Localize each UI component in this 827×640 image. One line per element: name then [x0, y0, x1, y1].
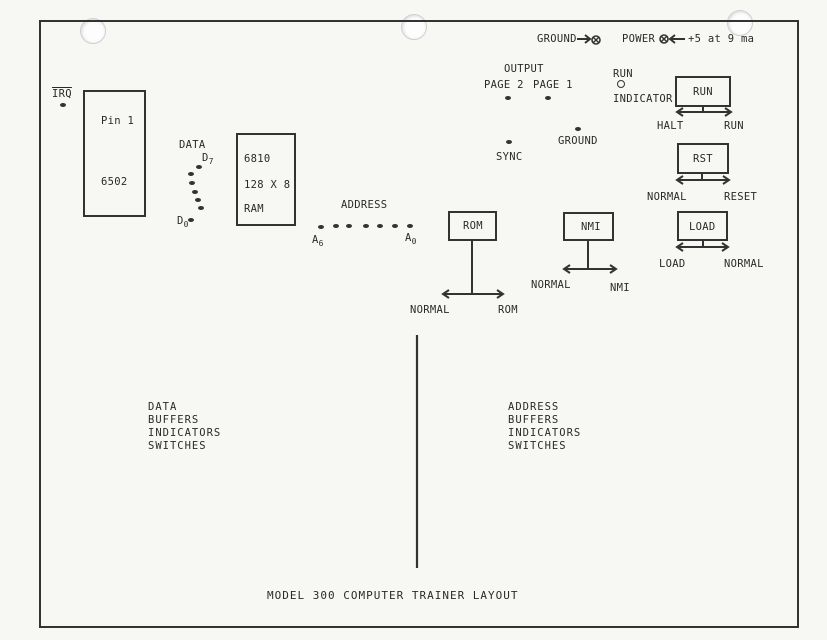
cpu-chip-label: 6502 — [101, 176, 128, 188]
data-pin — [198, 206, 204, 210]
punch-hole-center — [401, 14, 427, 40]
load-switch-label: LOAD — [689, 221, 716, 233]
output-label: OUTPUT — [504, 63, 544, 75]
address-section-line: SWITCHES — [508, 440, 567, 452]
a0-subscript: 0 — [411, 237, 417, 246]
page2-pin — [505, 96, 511, 100]
nmi-switch-label: NMI — [581, 221, 601, 233]
address-bus-label: ADDRESS — [341, 199, 388, 211]
rst-switch-reset-label: RESET — [724, 191, 758, 203]
a6-letter: A — [312, 234, 319, 246]
d7-subscript: 7 — [208, 157, 214, 166]
address-pin — [392, 224, 398, 228]
data-bit-d7: D7 — [202, 152, 214, 166]
run-indicator-label: INDICATOR — [613, 93, 673, 105]
address-section-line: ADDRESS — [508, 401, 560, 413]
address-section-label: ADDRESS BUFFERS INDICATORS SWITCHES — [508, 401, 581, 453]
address-bit-a0: A0 — [405, 232, 417, 246]
run-switch[interactable] — [675, 76, 731, 107]
page1-pin — [545, 96, 551, 100]
ground-pin — [575, 127, 581, 131]
address-section-line: INDICATORS — [508, 427, 582, 439]
power-label: POWER — [622, 33, 656, 45]
power-spec-unit: ma — [741, 33, 755, 45]
data-section-line: DATA — [148, 401, 178, 413]
run-switch-label: RUN — [693, 86, 713, 98]
load-switch[interactable] — [677, 211, 728, 241]
data-pin — [188, 218, 194, 222]
rom-switch-normal-label: NORMAL — [410, 304, 450, 316]
load-switch-normal-label: NORMAL — [724, 258, 764, 270]
ram-type-label: RAM — [244, 203, 264, 215]
ground-pin-label: GROUND — [558, 135, 598, 147]
data-section-line: SWITCHES — [148, 440, 207, 452]
output-page1-label: PAGE 1 — [533, 79, 573, 91]
address-bit-a6: A6 — [312, 234, 324, 248]
a6-subscript: 6 — [318, 239, 324, 248]
address-pin — [346, 224, 352, 228]
layout-border — [39, 20, 799, 628]
address-pin — [333, 224, 339, 228]
nmi-switch[interactable] — [563, 212, 614, 241]
data-pin — [192, 190, 198, 194]
sync-label: SYNC — [496, 151, 523, 163]
run-switch-halt-label: HALT — [657, 120, 684, 132]
punch-hole-right — [727, 10, 753, 36]
nmi-switch-nmi-label: NMI — [610, 282, 630, 294]
ram-6810-chip — [236, 133, 296, 226]
a0-letter: A — [405, 232, 412, 244]
layout-title: MODEL 300 COMPUTER TRAINER LAYOUT — [267, 589, 519, 602]
output-page2-label: PAGE 2 — [484, 79, 524, 91]
d7-letter: D — [202, 152, 209, 164]
load-switch-load-label: LOAD — [659, 258, 686, 270]
irq-pin — [60, 103, 66, 107]
address-pin — [377, 224, 383, 228]
data-pin — [196, 165, 202, 169]
rom-switch[interactable] — [448, 211, 497, 241]
rst-switch-normal-label: NORMAL — [647, 191, 687, 203]
rst-switch-label: RST — [693, 153, 713, 165]
address-pin — [407, 224, 413, 228]
sync-pin — [506, 140, 512, 144]
address-pin — [318, 225, 324, 229]
run-indicator-led — [617, 80, 625, 88]
rom-switch-rom-label: ROM — [498, 304, 518, 316]
data-pin — [188, 172, 194, 176]
cpu-6502-chip — [83, 90, 146, 217]
data-section-line: INDICATORS — [148, 427, 222, 439]
data-pin — [189, 181, 195, 185]
data-pin — [195, 198, 201, 202]
data-section-label: DATA BUFFERS INDICATORS SWITCHES — [148, 401, 221, 453]
ram-size-label: 128 X 8 — [244, 179, 291, 191]
data-bus-label: DATA — [179, 139, 206, 151]
ground-label: GROUND — [537, 33, 577, 45]
d0-letter: D — [177, 215, 184, 227]
irq-label: IRQ — [52, 88, 72, 100]
run-switch-run-label: RUN — [724, 120, 744, 132]
data-bit-d0: D0 — [177, 215, 189, 229]
address-pin — [363, 224, 369, 228]
nmi-switch-normal-label: NORMAL — [531, 279, 571, 291]
power-spec: +5 at 9 — [688, 33, 735, 45]
d0-subscript: 0 — [183, 220, 189, 229]
punch-hole-left — [80, 18, 106, 44]
ram-part-label: 6810 — [244, 153, 271, 165]
address-section-line: BUFFERS — [508, 414, 560, 426]
run-indicator-run-label: RUN — [613, 68, 633, 80]
rst-switch[interactable] — [677, 143, 729, 174]
data-section-line: BUFFERS — [148, 414, 200, 426]
rom-switch-label: ROM — [463, 220, 483, 232]
cpu-pin1-label: Pin 1 — [101, 115, 135, 127]
